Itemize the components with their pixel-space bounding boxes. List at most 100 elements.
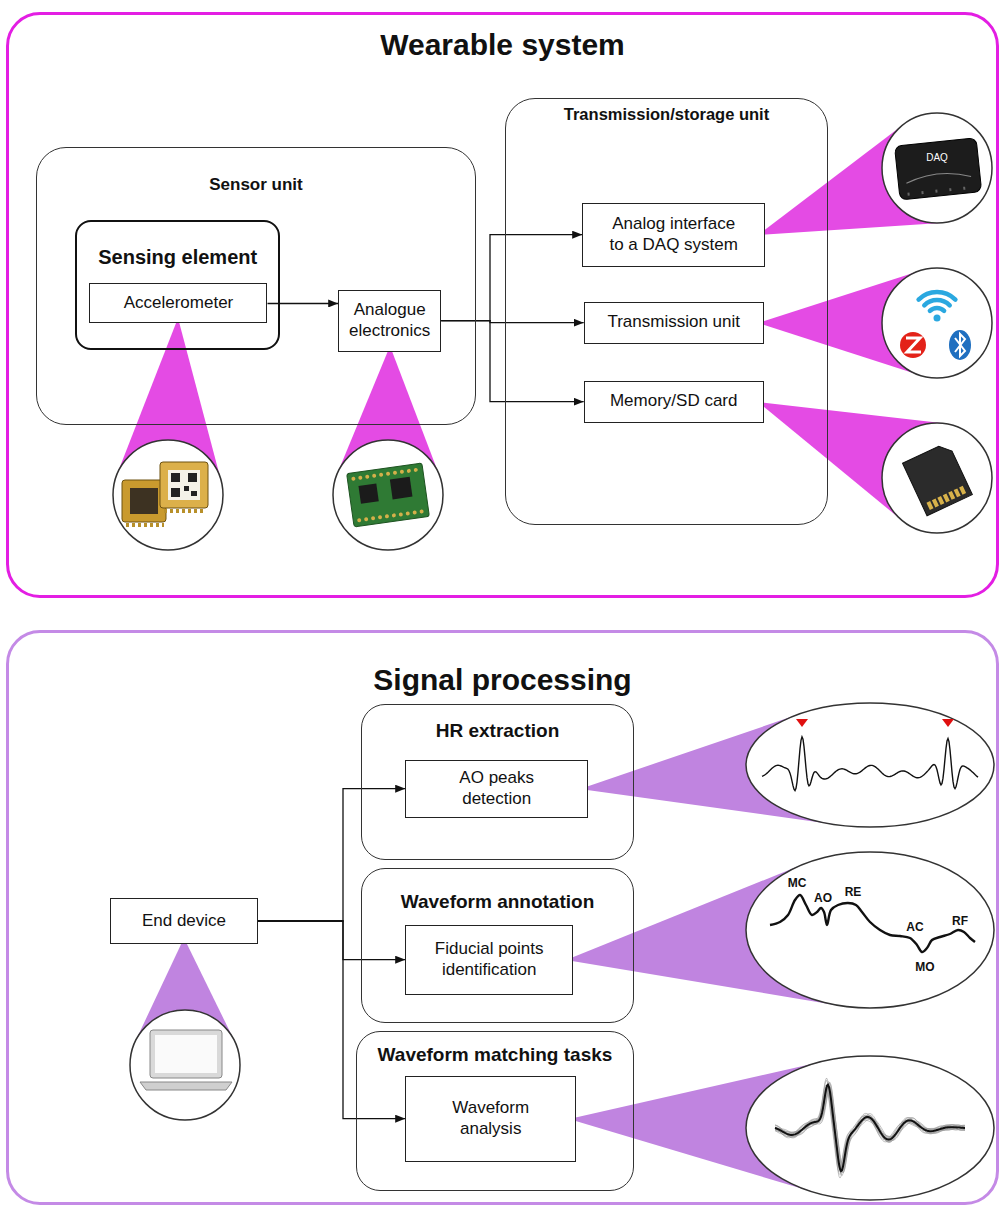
component-box: Accelerometer: [89, 283, 267, 323]
trial-trace: [775, 1082, 965, 1176]
arrow-connector: [441, 321, 584, 402]
process-box: AO peaks detection: [405, 760, 588, 818]
laptop-screen: [155, 1035, 217, 1073]
unit-box: Transmission/storage unitAnalog interfac…: [505, 98, 829, 525]
component-box: Analogue electronics: [338, 290, 441, 352]
heading: HR extraction: [368, 720, 628, 742]
component-box: Memory/SD card: [584, 381, 764, 423]
label-anchor: MO: [915, 957, 934, 975]
box-label: End device: [142, 911, 226, 931]
box-label: Waveform analysis: [426, 1098, 555, 1139]
callout-ellipse: [746, 703, 994, 827]
zigbee-logo: [900, 332, 926, 358]
waveforms: [762, 719, 978, 1178]
box-label: Analog interface to a DAQ system: [605, 214, 742, 255]
chip-pins: [126, 523, 164, 527]
callout-circle: [333, 440, 443, 550]
heading: Sensor unit: [43, 175, 470, 195]
daq-detail: [906, 171, 971, 184]
trial-trace: [775, 1081, 965, 1175]
process-box: Waveform analysis: [405, 1076, 576, 1162]
chip-lid: [168, 470, 200, 500]
wifi-dot: [934, 315, 941, 322]
heading: Waveform matching tasks: [363, 1044, 628, 1066]
label-anchor: AC: [906, 917, 923, 935]
chip-pins: [164, 509, 206, 513]
card-contacts: [928, 489, 965, 506]
process-box: Fiducial points identification: [405, 925, 573, 995]
trial-trace: [775, 1078, 965, 1178]
bluetooth-mark: [955, 334, 965, 356]
ic-chip: [390, 477, 413, 500]
sd-card: [903, 442, 973, 516]
trial-trace: [775, 1084, 965, 1171]
wireless-icons: [900, 292, 971, 360]
heading: Signal processing: [15, 663, 990, 698]
heading: Wearable system: [15, 28, 990, 63]
fiducial-label: AO: [814, 891, 832, 905]
daq-ports: [908, 187, 973, 194]
ic-chip: [358, 484, 378, 504]
system-panel: Wearable systemSensor unitSensing elemen…: [6, 12, 999, 598]
chip-code: [171, 473, 180, 482]
task-box: Waveform annotationFiducial points ident…: [361, 868, 635, 1023]
device-box: End device: [110, 898, 258, 944]
trial-trace: [775, 1082, 965, 1173]
label-anchor: DAQ: [926, 147, 948, 165]
fiducial-label: RF: [952, 914, 968, 928]
scg-trace: [762, 737, 978, 791]
component-box: Transmission unit: [584, 302, 764, 344]
callout-circle: [882, 423, 992, 533]
task-box: Waveform matching tasksWaveform analysis: [356, 1031, 635, 1191]
arrow-connector: [258, 921, 405, 1119]
fiducial-label: MO: [915, 960, 934, 974]
label-anchor: MC: [788, 873, 807, 891]
box-label: Accelerometer: [124, 293, 234, 313]
chip-code: [188, 473, 197, 482]
heading: Waveform annotation: [368, 891, 628, 913]
daq-housing: [895, 138, 982, 200]
processing-panel: Signal processingEnd device HR extraction…: [6, 630, 999, 1205]
fiducial-label: RE: [845, 885, 862, 899]
box-label: Analogue electronics: [345, 300, 434, 341]
mean-trace: [775, 1085, 965, 1171]
fiducial-label: AC: [906, 920, 923, 934]
board: [347, 463, 430, 527]
board-holes: [359, 511, 422, 520]
circuit-board: [347, 463, 430, 527]
trial-trace: [775, 1085, 965, 1172]
box-label: Memory/SD card: [610, 391, 738, 411]
component-box: Analog interface to a DAQ system: [582, 203, 765, 267]
accelerometer-chips: [122, 462, 208, 525]
callout-circle: [882, 113, 992, 223]
wifi-arc: [924, 300, 949, 305]
chip-body: [160, 462, 208, 508]
bluetooth-logo: [949, 330, 971, 360]
callout-bubbles: [113, 113, 994, 1200]
callout-circle: [130, 1010, 240, 1120]
chip-code: [191, 491, 197, 496]
box-label: Fiducial points identification: [416, 939, 562, 980]
callout-circle: [113, 440, 223, 550]
element-box: Sensing elementAccelerometer: [75, 220, 279, 350]
arrow-connector: [441, 235, 582, 321]
chip-body: [122, 480, 166, 522]
fiducial-label: MC: [788, 876, 807, 890]
callout-ellipse: [746, 1056, 994, 1200]
device-text: DAQ: [926, 152, 948, 163]
box-label: AO peaks detection: [428, 768, 565, 809]
unit-box: Sensor unitSensing elementAccelerometerA…: [36, 147, 477, 425]
board-holes: [353, 470, 416, 479]
annotated-trace: [770, 895, 975, 952]
peak-marker: [942, 719, 954, 727]
chip-die: [130, 488, 158, 514]
zigbee-mark: [906, 338, 921, 352]
trial-trace: [775, 1085, 965, 1172]
arrow-connector: [258, 921, 405, 960]
daq-device: [895, 138, 982, 200]
label-anchor: AO: [814, 888, 832, 906]
